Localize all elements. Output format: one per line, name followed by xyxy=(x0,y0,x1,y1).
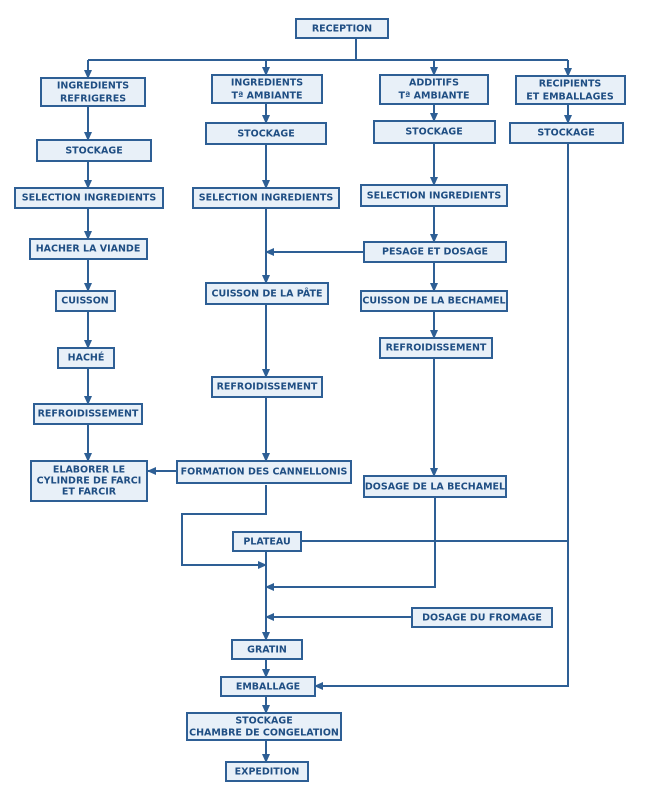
node-gratin-label: GRATIN xyxy=(247,645,287,656)
node-expedition-label: EXPEDITION xyxy=(235,767,300,778)
node-additifs-line2: Tª AMBIANTE xyxy=(399,91,470,102)
node-dosage-bechamel: DOSAGE DE LA BECHAMEL xyxy=(363,475,507,498)
node-selection-c-label: SELECTION INGREDIENTS xyxy=(367,191,502,202)
node-formation-cannellonis: FORMATION DES CANNELLONIS xyxy=(176,460,352,484)
node-dosage-bechamel-label: DOSAGE DE LA BECHAMEL xyxy=(365,482,505,493)
node-reception-label: RECEPTION xyxy=(312,24,372,35)
node-stockage-cong-line2: CHAMBRE DE CONGELATION xyxy=(189,728,339,739)
node-emballage: EMBALLAGE xyxy=(220,676,316,697)
node-stockage-a-label: STOCKAGE xyxy=(65,146,122,157)
node-ingredients-refrigeres-line1: INGREDIENTS xyxy=(57,81,129,92)
node-recipients-line2: ET EMBALLAGES xyxy=(526,92,614,103)
node-selection-a-label: SELECTION INGREDIENTS xyxy=(22,193,157,204)
node-stockage-d: STOCKAGE xyxy=(509,122,624,144)
node-stockage-congelation: STOCKAGE CHAMBRE DE CONGELATION xyxy=(186,712,342,741)
node-hacher-label: HACHER LA VIANDE xyxy=(36,244,141,255)
node-formation-label: FORMATION DES CANNELLONIS xyxy=(181,467,348,478)
node-expedition: EXPEDITION xyxy=(225,761,309,782)
node-stockage-c: STOCKAGE xyxy=(373,120,496,144)
process-boxes: RECEPTION INGREDIENTS REFRIGERES INGREDI… xyxy=(14,18,626,782)
connector-lines xyxy=(84,38,572,763)
node-elaborer-cylindre: ELABORER LE CYLINDRE DE FARCI ET FARCIR xyxy=(30,460,148,502)
node-hacher-la-viande: HACHER LA VIANDE xyxy=(29,238,148,260)
node-reception: RECEPTION xyxy=(295,18,389,39)
node-plateau: PLATEAU xyxy=(232,531,302,552)
edge-bechamel-to-main xyxy=(265,497,436,591)
node-cuisson-bechamel: CUISSON DE LA BECHAMEL xyxy=(360,290,508,312)
node-additifs-ambiante: ADDITIFS Tª AMBIANTE xyxy=(379,74,489,105)
node-stockage-c-label: STOCKAGE xyxy=(405,127,462,138)
node-ingredients-refrigeres: INGREDIENTS REFRIGERES xyxy=(40,77,146,107)
node-refroidissement-c-label: REFROIDISSEMENT xyxy=(386,343,487,354)
node-cuisson-a-label: CUISSON xyxy=(61,296,109,307)
node-pesage-dosage: PESAGE ET DOSAGE xyxy=(363,241,507,263)
node-refroidissement-a: REFROIDISSEMENT xyxy=(33,403,143,425)
node-cuisson-bechamel-label: CUISSON DE LA BECHAMEL xyxy=(362,296,505,307)
node-plateau-label: PLATEAU xyxy=(243,537,290,548)
node-ingredients-ambiante: INGREDIENTS Tª AMBIANTE xyxy=(211,74,323,104)
node-elaborer-line1: ELABORER LE xyxy=(53,465,125,476)
node-gratin: GRATIN xyxy=(231,639,303,660)
node-dosage-fromage: DOSAGE DU FROMAGE xyxy=(411,607,553,628)
node-selection-b-label: SELECTION INGREDIENTS xyxy=(199,193,334,204)
node-ingredients-refrigeres-line2: REFRIGERES xyxy=(60,94,126,105)
node-selection-a: SELECTION INGREDIENTS xyxy=(14,187,164,209)
node-stockage-d-label: STOCKAGE xyxy=(537,128,594,139)
node-stockage-cong-line1: STOCKAGE xyxy=(235,716,292,727)
node-elaborer-line2: CYLINDRE DE FARCI xyxy=(37,476,142,487)
node-stockage-b: STOCKAGE xyxy=(205,122,327,145)
node-recipients-line1: RECIPIENTS xyxy=(539,79,602,90)
node-cuisson-pate-label: CUISSON DE LA PÂTE xyxy=(212,288,323,300)
node-pesage-label: PESAGE ET DOSAGE xyxy=(382,247,488,258)
node-refroidissement-b-label: REFROIDISSEMENT xyxy=(217,382,318,393)
node-ingredients-ambiante-line1: INGREDIENTS xyxy=(231,78,303,89)
node-refroidissement-a-label: REFROIDISSEMENT xyxy=(38,409,139,420)
node-refroidissement-b: REFROIDISSEMENT xyxy=(211,376,323,398)
node-hache: HACHÉ xyxy=(57,347,115,369)
node-emballage-label: EMBALLAGE xyxy=(236,682,300,693)
node-dosage-fromage-label: DOSAGE DU FROMAGE xyxy=(422,613,542,624)
node-cuisson-pate: CUISSON DE LA PÂTE xyxy=(205,282,329,305)
node-recipients-emballages: RECIPIENTS ET EMBALLAGES xyxy=(515,75,626,105)
node-hache-label: HACHÉ xyxy=(68,352,105,364)
node-refroidissement-c: REFROIDISSEMENT xyxy=(379,337,493,359)
node-elaborer-line3: ET FARCIR xyxy=(62,487,117,498)
node-selection-b: SELECTION INGREDIENTS xyxy=(192,187,340,209)
node-ingredients-ambiante-line2: Tª AMBIANTE xyxy=(232,91,303,102)
node-stockage-b-label: STOCKAGE xyxy=(237,129,294,140)
edge-stockage-d-to-emballage xyxy=(314,143,569,690)
node-stockage-a: STOCKAGE xyxy=(36,139,152,162)
node-selection-c: SELECTION INGREDIENTS xyxy=(360,184,508,207)
node-cuisson-a: CUISSON xyxy=(55,290,116,312)
edge-formation-loop xyxy=(181,485,267,569)
node-additifs-line1: ADDITIFS xyxy=(409,78,459,89)
